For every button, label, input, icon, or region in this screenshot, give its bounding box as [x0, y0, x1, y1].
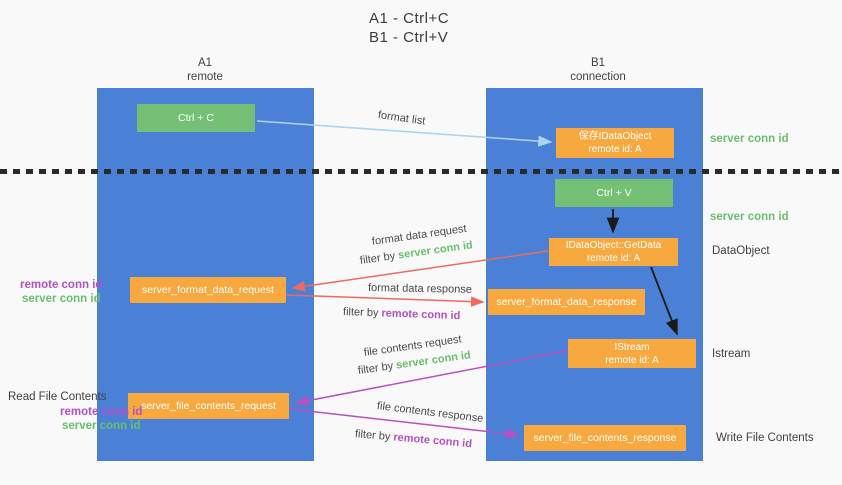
label-format-list: format list — [377, 109, 427, 128]
node-save-idataobject: 保存IDataObject remote id: A — [556, 128, 674, 158]
session-divider-dotted-line — [0, 169, 842, 174]
label-file-contents-response: file contents response — [376, 400, 484, 425]
remote-conn-id-text: remote conn id — [381, 307, 461, 323]
label-filter-by-remote-conn-id-1: filter by remote conn id — [343, 306, 461, 322]
remote-conn-id-text: remote conn id — [392, 431, 473, 451]
diagram-title-line2: B1 - Ctrl+V — [369, 29, 449, 46]
filter-by-text: filter by — [342, 306, 379, 320]
node-idataobject-getdata: IDataObject::GetData remote id: A — [549, 238, 678, 266]
node-idataobject-getdata-line1: IDataObject::GetData — [565, 240, 662, 251]
filter-by-text: filter by — [357, 360, 394, 377]
node-server-file-contents-response-label: server_file_contents_response — [533, 431, 677, 444]
lane-b1-header: B1 connection — [538, 56, 658, 84]
label-filter-by-remote-conn-id-2: filter by remote conn id — [354, 428, 472, 450]
node-idataobject-getdata-line2: remote id: A — [586, 253, 641, 264]
lane-a1-role: remote — [187, 71, 223, 83]
lane-b1-role: connection — [570, 71, 626, 83]
node-server-file-contents-response: server_file_contents_response — [524, 425, 686, 451]
label-write-file-contents: Write File Contents — [716, 432, 814, 444]
node-save-idataobject-line2: remote id: A — [588, 144, 642, 155]
lane-b1-name: B1 — [590, 57, 606, 69]
node-istream-line1: IStream — [614, 341, 650, 353]
node-istream: IStream remote id: A — [568, 339, 696, 368]
filter-by-text: filter by — [359, 250, 396, 267]
label-read-file-contents: Read File Contents — [8, 391, 107, 403]
lane-a1-header: A1 remote — [145, 56, 265, 84]
diagram-title: A1 - Ctrl+C B1 - Ctrl+V — [369, 9, 449, 47]
filter-by-text: filter by — [354, 428, 391, 444]
label-server-conn-id-right-2: server conn id — [710, 211, 789, 223]
node-ctrl-v-label: Ctrl + V — [596, 186, 632, 199]
node-server-format-data-response: server_format_data_response — [488, 289, 645, 315]
node-istream-line2: remote id: A — [605, 354, 659, 366]
node-server-format-data-response-label: server_format_data_response — [496, 295, 637, 308]
label-dataobject: DataObject — [712, 245, 770, 257]
label-istream: Istream — [712, 348, 751, 360]
label-server-conn-id-left-2: server conn id — [62, 420, 141, 432]
lane-a1-name: A1 — [197, 57, 213, 69]
node-server-file-contents-request-label: server_file_contents_request — [141, 399, 276, 412]
label-format-data-response: format data response — [367, 282, 473, 296]
node-ctrl-v: Ctrl + V — [555, 179, 673, 207]
node-server-format-data-request: server_format_data_request — [130, 277, 286, 303]
node-ctrl-c: Ctrl + C — [137, 104, 255, 132]
node-server-format-data-request-label: server_format_data_request — [142, 283, 274, 296]
diagram-title-line1: A1 - Ctrl+C — [369, 10, 450, 27]
label-server-conn-id-right-1: server conn id — [710, 133, 789, 145]
arrow-format-data-response — [286, 294, 485, 307]
label-remote-conn-id-left-1: remote conn id — [20, 279, 103, 291]
node-save-idataobject-line1: 保存IDataObject — [578, 131, 652, 142]
label-server-conn-id-left-1: server conn id — [22, 293, 101, 305]
label-remote-conn-id-left-2: remote conn id — [60, 406, 143, 418]
node-ctrl-c-label: Ctrl + C — [178, 111, 214, 124]
node-server-file-contents-request: server_file_contents_request — [128, 393, 289, 419]
